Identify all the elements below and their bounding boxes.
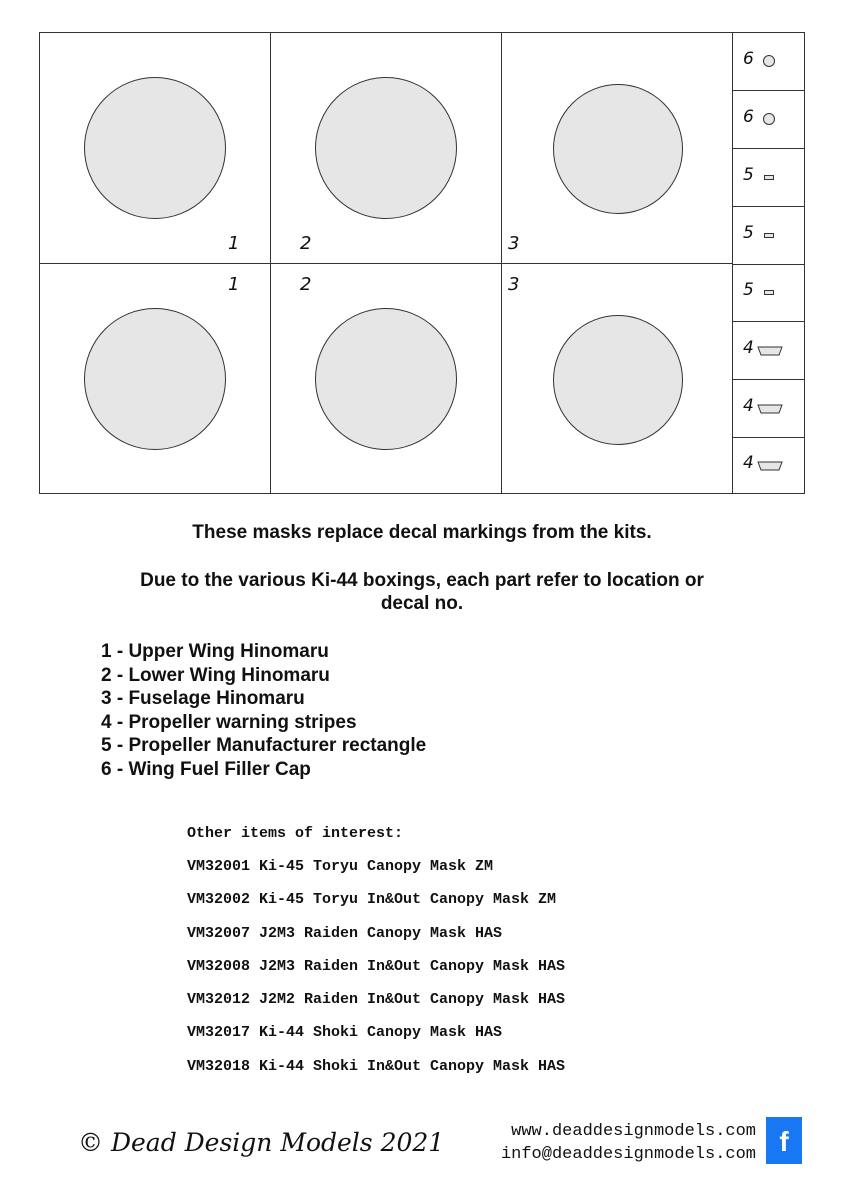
hinomaru-disc: [315, 308, 457, 450]
side-number: 4: [743, 453, 754, 473]
legend-item: 4 - Propeller warning stripes: [101, 711, 357, 733]
side-cell-prop-stripe: 4: [733, 380, 805, 438]
cell-number: 1: [228, 274, 240, 295]
side-number: 4: [743, 396, 754, 416]
side-number: 4: [743, 338, 754, 358]
copyright-text: © Dead Design Models 2021: [78, 1128, 445, 1157]
cell-number: 2: [300, 233, 312, 254]
legend-item: 2 - Lower Wing Hinomaru: [101, 664, 330, 686]
prop-rectangle-mask: [764, 233, 774, 238]
email-link[interactable]: info@deaddesignmodels.com: [500, 1145, 756, 1164]
mask-cell-lower-wing-2: 2: [271, 33, 502, 264]
mask-cell-fuselage-3b: 3: [502, 264, 733, 494]
mask-cell-upper-wing-1: 1: [40, 33, 271, 264]
prop-stripe-mask: [757, 461, 783, 471]
mask-cell-fuselage-3: 3: [502, 33, 733, 264]
side-cell-prop-stripe: 4: [733, 322, 805, 380]
legend-item: 5 - Propeller Manufacturer rectangle: [101, 735, 427, 756]
cell-number: 2: [300, 274, 312, 295]
fuel-cap-mask: [763, 55, 775, 67]
other-item: VM32018 Ki-44 Shoki In&Out Canopy Mask H…: [187, 1058, 566, 1075]
contact-info: www.deaddesignmodels.com info@deaddesign…: [501, 1120, 756, 1166]
intro-line-2a: Due to the various Ki-44 boxings, each p…: [140, 570, 704, 591]
side-cell-prop-rectangle: 5: [733, 264, 805, 322]
mask-legend: 1 - Upper Wing Hinomaru 2 - Lower Wing H…: [101, 640, 426, 781]
side-cell-prop-rectangle: 5: [733, 207, 805, 265]
mask-sheet: 1 2 3 1 2 3 6 6 5 5 5 4: [39, 32, 805, 494]
legend-item: 1 - Upper Wing Hinomaru: [101, 641, 329, 662]
other-item: VM32017 Ki-44 Shoki Canopy Mask HAS: [187, 1024, 503, 1041]
other-items-title: Other items of interest:: [187, 825, 404, 842]
prop-rectangle-mask: [764, 290, 774, 295]
side-number: 5: [743, 223, 754, 243]
cell-number: 1: [228, 233, 240, 254]
side-number: 5: [743, 280, 754, 300]
side-number: 6: [743, 107, 754, 127]
side-cell-fuel-cap: 6: [733, 91, 805, 149]
side-cell-fuel-cap: 6: [733, 33, 805, 91]
other-item: VM32001 Ki-45 Toryu Canopy Mask ZM: [187, 858, 494, 875]
other-item: VM32012 J2M2 Raiden In&Out Canopy Mask H…: [187, 991, 566, 1008]
side-cell-prop-rectangle: 5: [733, 149, 805, 207]
intro-line-2b: decal no.: [380, 593, 464, 614]
legend-item: 6 - Wing Fuel Filler Cap: [101, 758, 311, 780]
prop-rectangle-mask: [764, 175, 774, 180]
side-number: 6: [743, 49, 754, 69]
hinomaru-disc: [553, 84, 683, 214]
mask-cell-lower-wing-2b: 2: [271, 264, 502, 494]
website-link[interactable]: www.deaddesignmodels.com: [511, 1122, 756, 1141]
side-cell-prop-stripe: 4: [733, 437, 805, 495]
other-item: VM32007 J2M3 Raiden Canopy Mask HAS: [187, 925, 503, 942]
legend-item: 3 - Fuselage Hinomaru: [101, 688, 305, 709]
other-item: VM32008 J2M3 Raiden In&Out Canopy Mask H…: [187, 958, 566, 975]
side-number: 5: [743, 165, 754, 185]
prop-stripe-mask: [757, 404, 783, 414]
cell-number: 3: [508, 233, 520, 254]
prop-stripe-mask: [757, 346, 783, 356]
hinomaru-disc: [84, 308, 226, 450]
hinomaru-disc: [553, 315, 683, 445]
fuel-cap-mask: [763, 113, 775, 125]
cell-number: 3: [508, 274, 520, 295]
hinomaru-disc: [315, 77, 457, 219]
mask-cell-upper-wing-1b: 1: [40, 264, 271, 494]
intro-line-1: These masks replace decal markings from …: [192, 522, 652, 543]
hinomaru-disc: [84, 77, 226, 219]
other-item: VM32002 Ki-45 Toryu In&Out Canopy Mask Z…: [187, 891, 557, 908]
facebook-icon[interactable]: f: [766, 1117, 802, 1164]
